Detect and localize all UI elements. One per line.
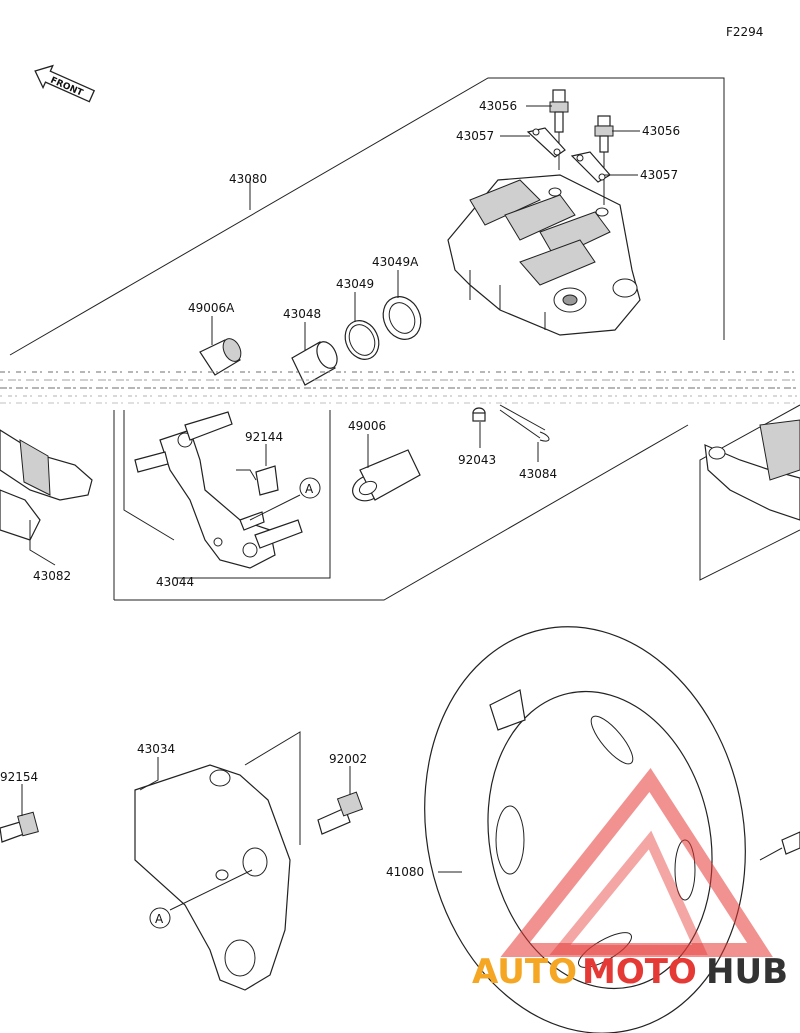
label-92144: 92144 [245,430,283,444]
label-41080: 41080 [386,865,424,879]
label-43056-right: 43056 [642,124,680,138]
watermark-logo: AUTO MOTO HUB [472,768,788,992]
caliper-kit-outline [9,77,725,601]
front-arrow-icon: FRONT [34,64,96,103]
clip-pin-43084 [499,404,550,442]
label-43080: 43080 [229,172,267,186]
piston-seal-43049 [344,320,380,360]
bolt-92154 [0,811,39,843]
label-43034: 43034 [137,742,175,756]
piston-43048 [291,341,338,386]
figure-code: F2294 [726,25,763,39]
boot-49006 [352,449,421,502]
label-43056-top: 43056 [479,99,517,113]
watermark-text-moto: MOTO [582,952,697,992]
label-43048: 43048 [283,307,321,321]
caliper-bracket-43044 [134,411,303,569]
bleeder-valve-top [549,89,569,170]
right-pad-outline [699,404,800,581]
label-43049A: 43049A [372,255,419,269]
reference-mark-a-top: A [305,482,314,496]
label-49006A: 49006A [188,301,235,315]
label-43049: 43049 [336,277,374,291]
piston-seal-43049A [382,296,422,340]
boot-49006A [199,338,242,376]
scan-artifact-band [0,371,800,404]
label-49006: 49006 [348,419,386,433]
mount-bracket-line [244,731,301,845]
label-92043: 92043 [458,453,496,467]
brake-pad-right [704,419,800,521]
pad-spring-92144 [255,465,279,496]
brake-pad-left [0,429,93,541]
label-43044: 43044 [156,575,194,589]
caliper-body [447,174,641,336]
caliper-mount-43034 [134,764,291,991]
watermark-text-auto: AUTO [472,952,577,992]
watermark-triangle-icon [500,768,773,957]
label-43082: 43082 [33,569,71,583]
bleeder-cap-left [526,127,566,158]
label-43057-left: 43057 [456,129,494,143]
label-43084: 43084 [519,467,557,481]
watermark-text-hub: HUB [706,952,788,992]
label-92154: 92154 [0,770,38,784]
label-43057-right: 43057 [640,168,678,182]
label-92002: 92002 [329,752,367,766]
reference-mark-a-bottom: A [155,912,164,926]
disc-bolt-right [759,831,800,861]
callouts: 43056 43056 43057 43057 43080 43049A 430… [0,99,680,929]
bolt-92002 [317,791,364,835]
plug-92043 [472,407,486,422]
